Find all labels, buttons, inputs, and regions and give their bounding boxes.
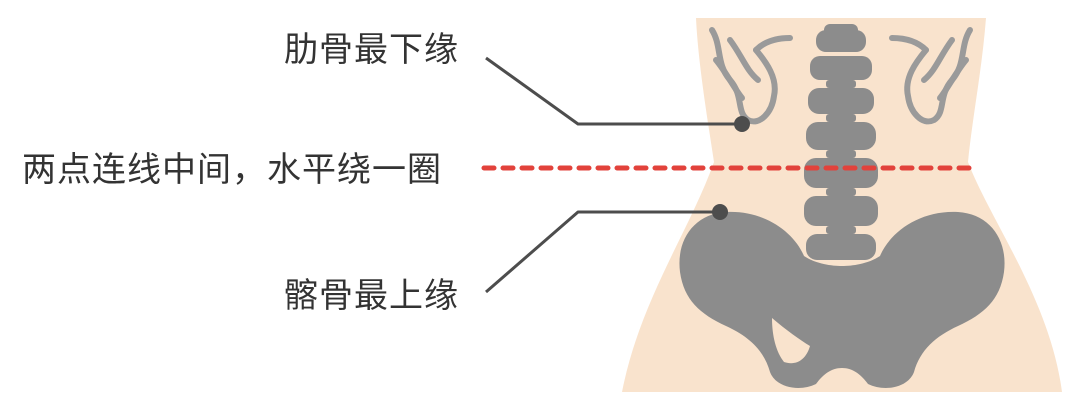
rib-leader-line: [485, 56, 742, 126]
midline-instruction-label: 两点连线中间，水平绕一圈: [22, 150, 442, 190]
rib-lower-edge-label: 肋骨最下缘: [284, 30, 459, 70]
iliac-marker-dot: [712, 204, 728, 220]
iliac-upper-edge-label: 髂骨最上缘: [284, 276, 459, 316]
iliac-leader-line: [485, 210, 720, 294]
rib-cage-right-icon: [889, 27, 973, 125]
rib-marker-dot: [734, 116, 750, 132]
pelvis-icon: [679, 211, 1005, 388]
spine-icon: [804, 24, 878, 260]
